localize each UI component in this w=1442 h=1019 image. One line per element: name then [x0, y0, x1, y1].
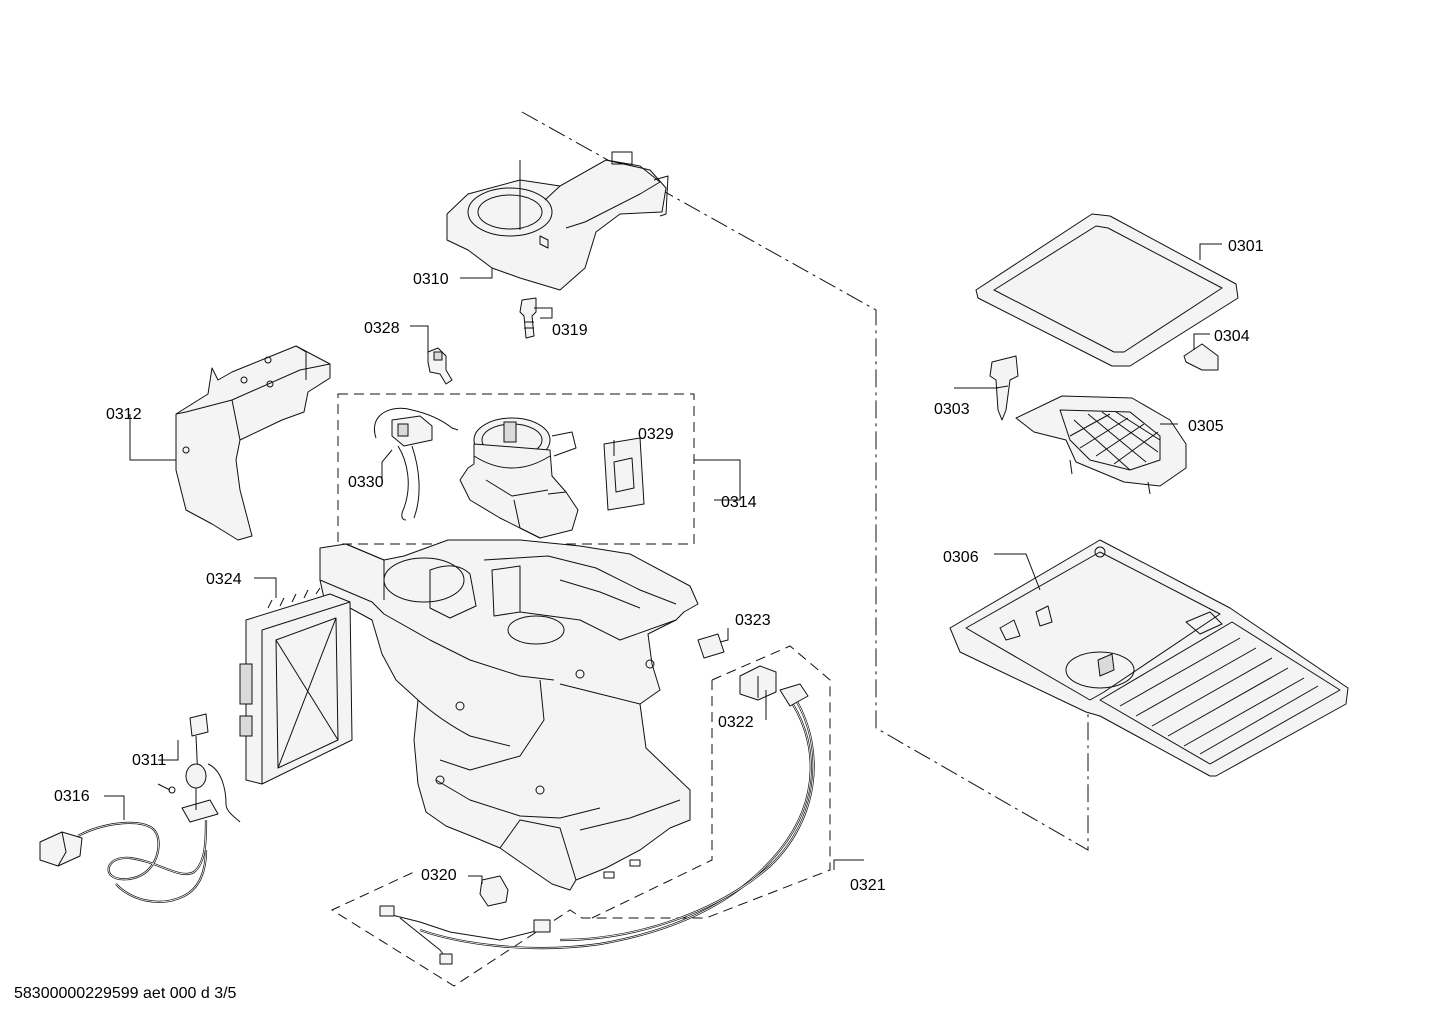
part-0310-top-cover	[446, 151, 669, 291]
label-0305: 0305	[1188, 418, 1224, 435]
label-0306: 0306	[943, 549, 979, 566]
part-0330-wire-relay	[373, 407, 459, 521]
part-0316-power-cord	[39, 819, 208, 903]
grid-tray-ribs	[1069, 411, 1161, 471]
part-0321-cable-group-box	[330, 645, 831, 987]
part-0311-cord-holder	[168, 713, 241, 823]
part-0319-pin	[519, 297, 537, 339]
pcb-connector-pins	[267, 587, 321, 609]
part-0323-pad	[697, 633, 725, 659]
part-0306-drip-tray	[949, 539, 1349, 777]
part-0314-group-box	[337, 393, 695, 545]
label-0330: 0330	[348, 474, 384, 491]
drip-tray-slots	[1119, 637, 1319, 755]
label-0303: 0303	[934, 401, 970, 418]
part-0321-wire-harness	[379, 683, 815, 965]
label-0321: 0321	[850, 877, 886, 894]
label-0301: 0301	[1228, 238, 1264, 255]
label-0329: 0329	[638, 426, 674, 443]
part-0322-connector	[739, 665, 777, 701]
part-labels: 0301 0304 0305 0303 0306 0310 0319 0328 …	[54, 238, 1264, 894]
part-0314-grinder-motor	[459, 417, 579, 539]
label-0328: 0328	[364, 320, 400, 337]
label-0322: 0322	[718, 714, 754, 731]
part-0324-control-module	[239, 587, 353, 785]
part-0305-grid-tray	[1015, 395, 1187, 495]
leader-lines	[104, 243, 1222, 884]
label-0311: 0311	[132, 752, 167, 769]
part-0312-side-panel	[175, 345, 331, 541]
label-0314: 0314	[721, 494, 757, 511]
label-0323: 0323	[735, 612, 771, 629]
part-0328-clip	[427, 347, 453, 385]
label-0312: 0312	[106, 406, 142, 423]
label-0320: 0320	[421, 867, 457, 884]
label-0310: 0310	[413, 271, 449, 288]
part-0320-holder	[479, 875, 509, 907]
label-0324: 0324	[206, 571, 242, 588]
part-0301-lid-frame	[975, 213, 1239, 367]
part-0304-clip	[1183, 343, 1219, 371]
drawing-id: 58300000229599 aet 000 d 3/5	[14, 985, 237, 1002]
label-0316: 0316	[54, 788, 90, 805]
assembly-guide-lines	[521, 111, 1089, 851]
part-0329-pad	[603, 437, 645, 511]
label-0319: 0319	[552, 322, 588, 339]
part-main-chassis	[319, 539, 699, 891]
label-0304: 0304	[1214, 328, 1250, 345]
